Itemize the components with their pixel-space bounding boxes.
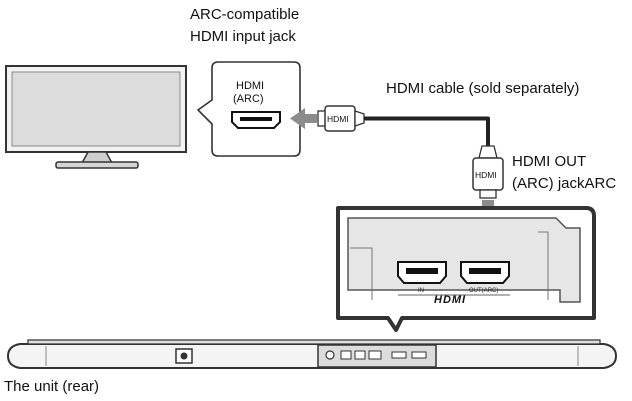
port-out-arc-label: OUT(ARC) bbox=[469, 288, 498, 294]
tv-jack-label-line2: HDMI input jack bbox=[190, 28, 296, 45]
hdmi-plug-horizontal-icon: HDMI bbox=[317, 105, 365, 132]
hdmi-plug-horizontal-text: HDMI bbox=[327, 114, 349, 124]
hdmi-out-label-line2: (ARC) jackARC bbox=[512, 175, 617, 192]
hdmi-logo: HDMI bbox=[434, 294, 466, 306]
tv-port-callout: HDMI (ARC) bbox=[196, 61, 301, 157]
hdmi-out-label: HDMI OUT (ARC) jackARC bbox=[512, 151, 616, 195]
cable-label: HDMI cable (sold separately) bbox=[386, 80, 580, 97]
unit-port-panel: IN OUT(ARC) HDMI bbox=[336, 206, 596, 332]
soundbar-unit bbox=[6, 339, 618, 369]
hdmi-plug-vertical-icon: HDMI bbox=[472, 145, 504, 199]
hdmi-out-arc-port-icon bbox=[460, 261, 510, 284]
unit-rear-label: The unit (rear) bbox=[4, 378, 100, 395]
hdmi-plug-vertical-text: HDMI bbox=[475, 170, 497, 180]
tv-port-label-line1: HDMI bbox=[236, 80, 264, 92]
tv-illustration bbox=[5, 65, 187, 169]
arrow-to-tv-icon bbox=[290, 108, 317, 129]
tv-port-label-line2: (ARC) bbox=[233, 93, 264, 105]
port-in-label: IN bbox=[418, 288, 424, 294]
tv-jack-label: ARC-compatible HDMI input jack bbox=[190, 4, 299, 48]
hdmi-cable bbox=[364, 116, 490, 146]
tv-jack-label-line1: ARC-compatible bbox=[190, 6, 300, 23]
hdmi-in-port-icon bbox=[397, 261, 447, 284]
hdmi-out-label-line1: HDMI OUT bbox=[512, 153, 587, 170]
